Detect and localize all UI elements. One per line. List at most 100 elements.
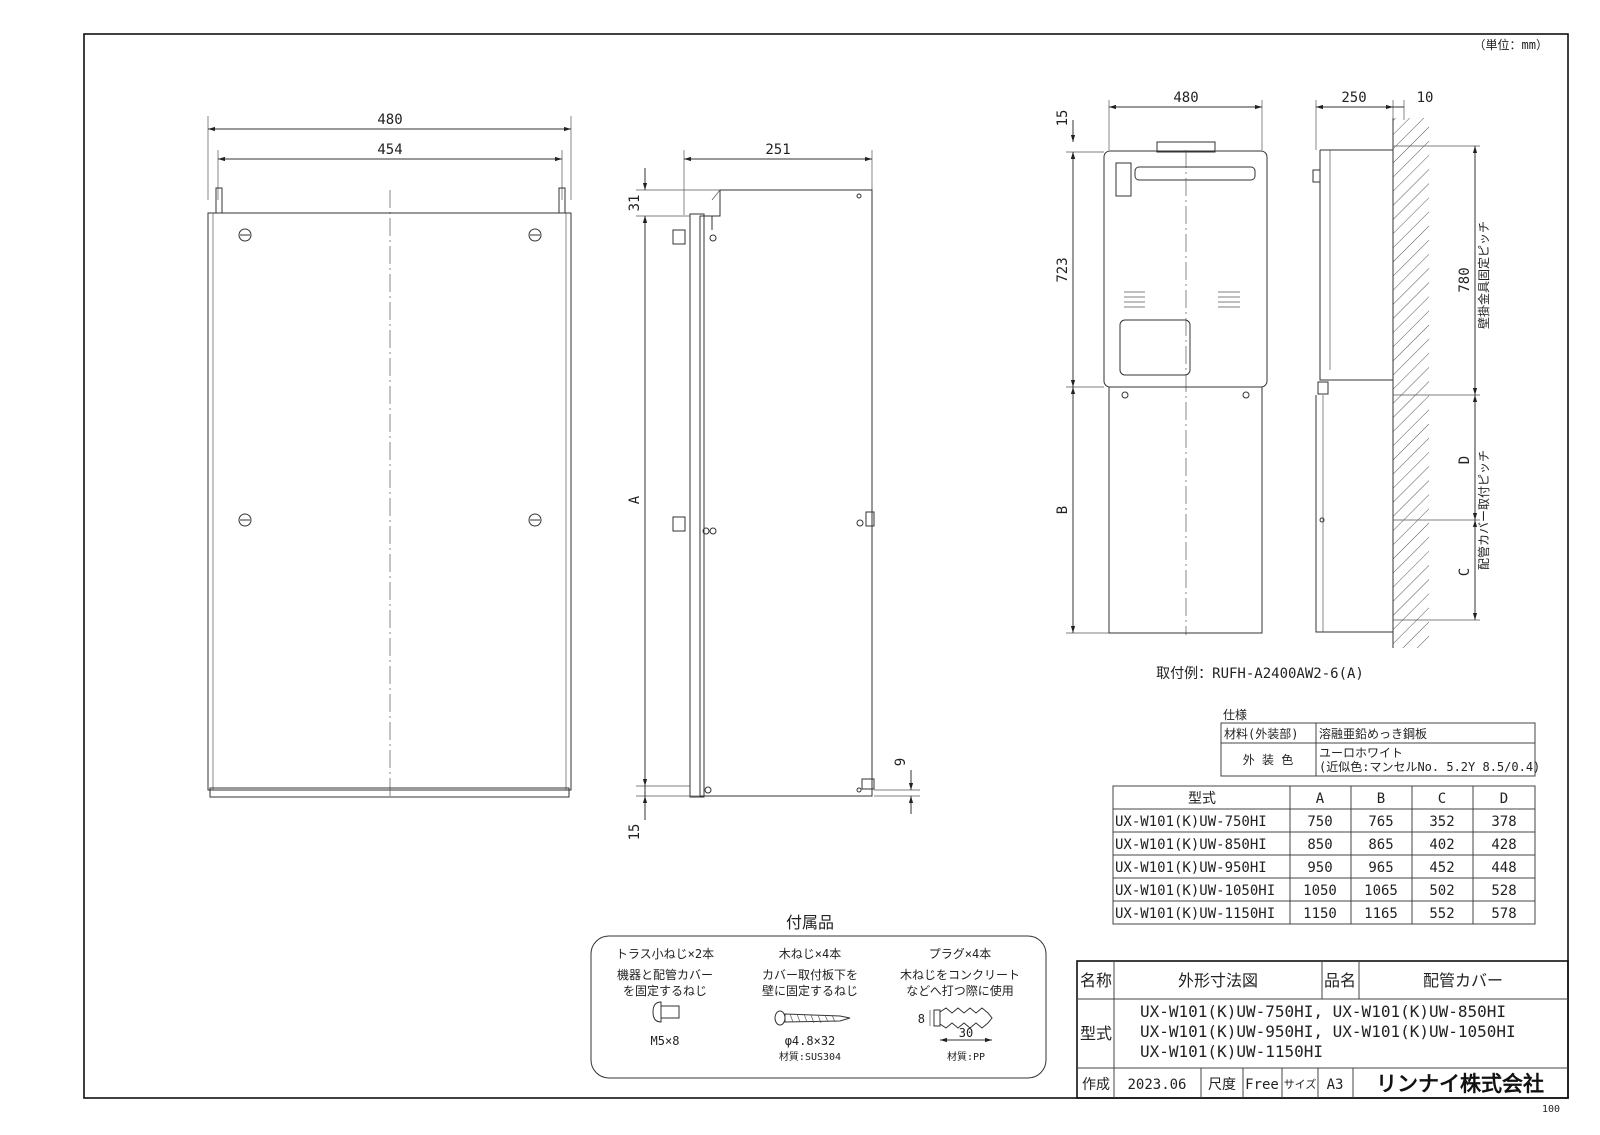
accessory-material: 材質:PP	[947, 1050, 985, 1063]
front-view: 480 454	[207, 112, 572, 798]
accessory-name: 木ねじ×4本	[779, 947, 841, 961]
scale-label: 尺度	[1208, 1077, 1236, 1093]
table-cell-model: UX-W101(K)UW-750HI	[1115, 814, 1267, 830]
table-cell-model: UX-W101(K)UW-850HI	[1115, 837, 1267, 853]
table-cell: 765	[1368, 814, 1393, 830]
side-dim-depth: 251	[765, 142, 790, 158]
example-dim-gap: 10	[1417, 90, 1434, 106]
table-cell: 750	[1307, 814, 1332, 830]
example-side-view: 250 10 780 壁掛金具固定ピッチ D C 配管カバー取付ピッチ	[1312, 90, 1491, 648]
accessory-material: 材質:SUS304	[779, 1050, 841, 1063]
table-cell: 578	[1491, 906, 1516, 922]
table-cell-model: UX-W101(K)UW-1150HI	[1115, 906, 1275, 922]
table-cell-model: UX-W101(K)UW-950HI	[1115, 860, 1267, 876]
screw-icon	[528, 228, 542, 242]
table-header: C	[1438, 791, 1446, 807]
table-cell: 428	[1491, 837, 1516, 853]
table-cell: 352	[1429, 814, 1454, 830]
screw-icon	[238, 228, 252, 242]
plug-icon	[929, 1007, 993, 1043]
accessory-desc: 機器と配管カバー	[617, 967, 713, 982]
accessory-size: M5×8	[651, 1034, 680, 1048]
table-cell: 528	[1491, 883, 1516, 899]
example-dim-pitch: 780	[1457, 267, 1473, 292]
spec-row-label: 外 装 色	[1243, 753, 1293, 767]
example-dim-c: C	[1457, 568, 1473, 576]
side-dim-a: A	[627, 495, 643, 504]
accessory-size: φ4.8×32	[785, 1034, 836, 1048]
water-heater-unit	[1103, 150, 1268, 388]
accessory-name: プラグ×4本	[929, 947, 991, 961]
model-line: UX-W101(K)UW-750HI, UX-W101(K)UW-850HI	[1140, 1002, 1506, 1021]
accessory-desc: などへ打つ際に使用	[906, 983, 1013, 998]
table-cell: 448	[1491, 860, 1516, 876]
accessories-title: 付属品	[786, 913, 834, 932]
cover-pitch-label: 配管カバー取付ピッチ	[1476, 450, 1491, 570]
example-dim-d: D	[1457, 456, 1473, 464]
example-dim-width: 480	[1173, 90, 1198, 106]
table-header: 型式	[1188, 791, 1216, 807]
name-value: 外形寸法図	[1178, 971, 1258, 990]
spec-row-value-2: (近似色:マンセルNo. 5.2Y 8.5/0.4)	[1319, 760, 1540, 774]
table-cell: 865	[1368, 837, 1393, 853]
front-dim-inner: 454	[377, 142, 402, 158]
table-cell: 1065	[1364, 883, 1398, 899]
front-panel	[207, 212, 572, 791]
table-cell: 950	[1307, 860, 1332, 876]
example-dim-top: 15	[1055, 110, 1071, 127]
table-cell: 1150	[1303, 906, 1337, 922]
table-cell: 965	[1368, 860, 1393, 876]
truss-screw-icon	[652, 1001, 680, 1023]
model-line: UX-W101(K)UW-1150HI	[1140, 1042, 1323, 1061]
bracket-pitch-label: 壁掛金具固定ピッチ	[1476, 221, 1491, 329]
accessory-desc: カバー取付板下を	[762, 968, 858, 982]
plug-dim-len: 30	[959, 1026, 973, 1040]
front-dim-outer: 480	[377, 112, 402, 128]
spec-table: 仕様 材料(外装部) 溶融亜鉛めっき鋼板 外 装 色 ユーロホワイト (近似色:…	[1220, 708, 1540, 777]
wood-screw-icon	[774, 1010, 851, 1026]
accessory-desc: 木ねじをコンクリート	[900, 968, 1020, 982]
spec-title: 仕様	[1223, 708, 1247, 722]
side-dim-small: 9	[893, 758, 909, 766]
model-line: UX-W101(K)UW-950HI, UX-W101(K)UW-1050HI	[1140, 1022, 1516, 1041]
table-cell: 552	[1429, 906, 1454, 922]
accessory-desc: を固定するねじ	[623, 983, 707, 998]
table-header: B	[1377, 791, 1385, 807]
table-cell-model: UX-W101(K)UW-1050HI	[1115, 883, 1275, 899]
side-dim-top: 31	[627, 195, 643, 212]
accessory-name: トラス小ねじ×2本	[616, 947, 714, 961]
spec-row-value: ユーロホワイト	[1319, 746, 1403, 760]
side-view: 251 31 A 15 9	[627, 142, 920, 840]
accessory-desc: 壁に固定するねじ	[762, 983, 858, 998]
size-value: A3	[1327, 1077, 1344, 1093]
accessories-box: 付属品 トラス小ねじ×2本 機器と配管カバー を固定するねじ M5×8 木ねじ×…	[590, 913, 1047, 1079]
example-dim-depth: 250	[1341, 90, 1366, 106]
wall-hatch	[1393, 118, 1429, 648]
product-label: 品名	[1324, 971, 1356, 990]
table-header: D	[1500, 791, 1508, 807]
pipe-cover	[1108, 386, 1263, 634]
plug-dim-dia: 8	[918, 1012, 925, 1026]
sheet-border	[83, 33, 1569, 1099]
spec-row-value: 溶融亜鉛めっき鋼板	[1319, 726, 1427, 741]
table-header: A	[1316, 791, 1325, 807]
table-cell: 402	[1429, 837, 1454, 853]
table-cell: 452	[1429, 860, 1454, 876]
table-cell: 850	[1307, 837, 1332, 853]
scale-value: Free	[1245, 1077, 1279, 1093]
example-caption: 取付例：RUFH-A2400AW2-6(A)	[1156, 666, 1364, 682]
table-cell: 502	[1429, 883, 1454, 899]
model-table: 型式 A B C D UX-W101(K)UW-750HI 750 765 35…	[1112, 785, 1536, 925]
model-label: 型式	[1080, 1024, 1112, 1043]
spec-row-label: 材料(外装部)	[1224, 726, 1298, 741]
size-label: サイズ	[1284, 1077, 1317, 1091]
unit-note: （単位：mm）	[1474, 37, 1548, 52]
example-dim-b: B	[1055, 506, 1071, 514]
name-label: 名称	[1080, 971, 1112, 990]
screw-icon	[528, 513, 542, 527]
example-dim-unit: 723	[1055, 257, 1071, 282]
page-number: 100	[1542, 1104, 1560, 1115]
made-label: 作成	[1082, 1077, 1110, 1093]
screw-icon	[238, 513, 252, 527]
